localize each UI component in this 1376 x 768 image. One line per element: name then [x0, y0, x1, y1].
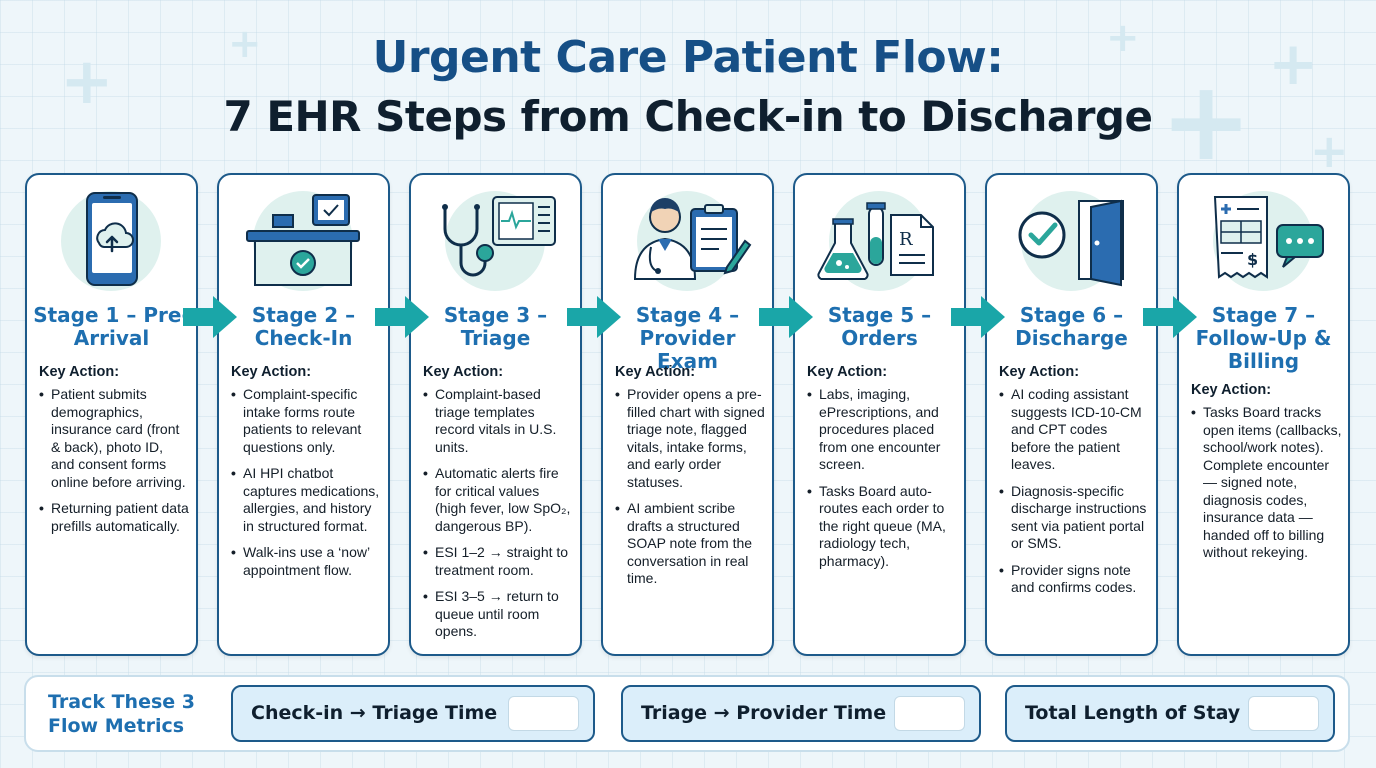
stage-title: Stage 6 – Discharge — [1015, 303, 1128, 350]
page-title: Urgent Care Patient Flow: — [372, 32, 1004, 83]
key-action-label: Key Action: — [231, 364, 312, 380]
metric-value-box[interactable] — [1248, 696, 1319, 731]
cloud-upload-phone-icon — [27, 187, 196, 299]
stage-bullets: Tasks Board tracks open items (callbacks… — [1191, 404, 1342, 571]
list-item: Provider signs note and confirms codes. — [999, 562, 1150, 597]
stage-card-2: Stage 2 – Check-In Key Action: Complaint… — [217, 173, 390, 656]
list-item: Complaint-specific intake forms route pa… — [231, 386, 382, 456]
metric-triage-to-provider: Triage → Provider Time — [621, 685, 981, 742]
metrics-label: Track These 3 Flow Metrics — [48, 691, 195, 737]
list-item: Diagnosis-specific discharge instruction… — [999, 483, 1150, 553]
metric-value-box[interactable] — [508, 696, 579, 731]
list-item: Automatic alerts fire for critical value… — [423, 465, 574, 535]
key-action-label: Key Action: — [615, 364, 696, 380]
page-subtitle: 7 EHR Steps from Check-in to Discharge — [223, 92, 1153, 141]
stage-title: Stage 7 – Follow-Up & Billing — [1195, 303, 1332, 373]
stage-title: Stage 3 – Triage — [443, 303, 548, 350]
flow-arrow-icon — [759, 296, 813, 338]
list-item: ESI 1–2 → straight to treatment room. — [423, 544, 574, 579]
key-action-label: Key Action: — [999, 364, 1080, 380]
list-item: Tasks Board auto-routes each order to th… — [807, 483, 958, 571]
invoice-chat-icon: $ — [1179, 187, 1348, 299]
stage-title: Stage 1 – Pre-Arrival — [33, 303, 190, 350]
list-item: Returning patient data prefills automati… — [39, 500, 190, 535]
stage-card-7: $ Stage 7 – Follow-Up & Billing Key Acti… — [1177, 173, 1350, 656]
stage-bullets: Complaint-specific intake forms route pa… — [231, 386, 382, 588]
stage-title: Stage 4 – Provider Exam — [635, 303, 740, 373]
decorative-plus-icon: + — [1268, 29, 1319, 99]
key-action-label: Key Action: — [39, 364, 120, 380]
metric-label: Triage → Provider Time — [641, 702, 887, 724]
stage-bullets: Provider opens a pre-filled chart with s… — [615, 386, 766, 597]
list-item: Walk-ins use a ‘now’ appointment flow. — [231, 544, 382, 579]
decorative-plus-icon: + — [1106, 15, 1140, 61]
stethoscope-monitor-icon — [411, 187, 580, 299]
metric-label: Check-in → Triage Time — [251, 702, 498, 724]
svg-text:$: $ — [1247, 250, 1258, 269]
decorative-plus-icon: + — [1310, 124, 1349, 178]
list-item: Labs, imaging, ePrescriptions, and proce… — [807, 386, 958, 474]
decorative-plus-icon: + — [60, 45, 114, 119]
metric-check-in-to-triage: Check-in → Triage Time — [231, 685, 595, 742]
flow-arrow-icon — [1143, 296, 1197, 338]
list-item: AI ambient scribe drafts a structured SO… — [615, 500, 766, 588]
svg-text:R: R — [899, 229, 913, 250]
list-item: Provider opens a pre-filled chart with s… — [615, 386, 766, 491]
flow-metrics-panel: Track These 3 Flow Metrics Check-in → Tr… — [24, 675, 1350, 752]
stage-card-6: Stage 6 – Discharge Key Action: AI codin… — [985, 173, 1158, 656]
flow-arrow-icon — [951, 296, 1005, 338]
lab-flask-prescription-icon: R — [795, 187, 964, 299]
stage-card-5: R Stage 5 – Orders Key Action: Labs, ima… — [793, 173, 966, 656]
key-action-label: Key Action: — [423, 364, 504, 380]
front-desk-kiosk-icon — [219, 187, 388, 299]
list-item: Patient submits demographics, insurance … — [39, 386, 190, 491]
stage-bullets: Patient submits demographics, insurance … — [39, 386, 190, 544]
stage-bullets: Complaint-based triage templates record … — [423, 386, 574, 650]
list-item: Complaint-based triage templates record … — [423, 386, 574, 456]
key-action-label: Key Action: — [1191, 382, 1272, 398]
flow-arrow-icon — [375, 296, 429, 338]
stage-title: Stage 2 – Check-In — [251, 303, 356, 350]
stage-title: Stage 5 – Orders — [827, 303, 932, 350]
decorative-plus-icon: + — [1160, 57, 1253, 185]
stage-bullets: Labs, imaging, ePrescriptions, and proce… — [807, 386, 958, 579]
flow-arrow-icon — [567, 296, 621, 338]
list-item: AI coding assistant suggests ICD-10-CM a… — [999, 386, 1150, 474]
decorative-plus-icon: + — [228, 21, 262, 67]
list-item: Tasks Board tracks open items (callbacks… — [1191, 404, 1342, 562]
stage-card-4: Stage 4 – Provider Exam Key Action: Prov… — [601, 173, 774, 656]
checkmark-door-icon — [987, 187, 1156, 299]
doctor-clipboard-icon — [603, 187, 772, 299]
stage-card-3: Stage 3 – Triage Key Action: Complaint-b… — [409, 173, 582, 656]
list-item: AI HPI chatbot captures medications, all… — [231, 465, 382, 535]
flow-arrow-icon — [183, 296, 237, 338]
stage-card-1: Stage 1 – Pre-Arrival Key Action: Patien… — [25, 173, 198, 656]
key-action-label: Key Action: — [807, 364, 888, 380]
metric-label: Total Length of Stay — [1025, 702, 1241, 724]
metric-value-box[interactable] — [894, 696, 965, 731]
stage-bullets: AI coding assistant suggests ICD-10-CM a… — [999, 386, 1150, 606]
list-item: ESI 3–5 → return to queue until room ope… — [423, 588, 574, 641]
metric-total-length-of-stay: Total Length of Stay — [1005, 685, 1335, 742]
